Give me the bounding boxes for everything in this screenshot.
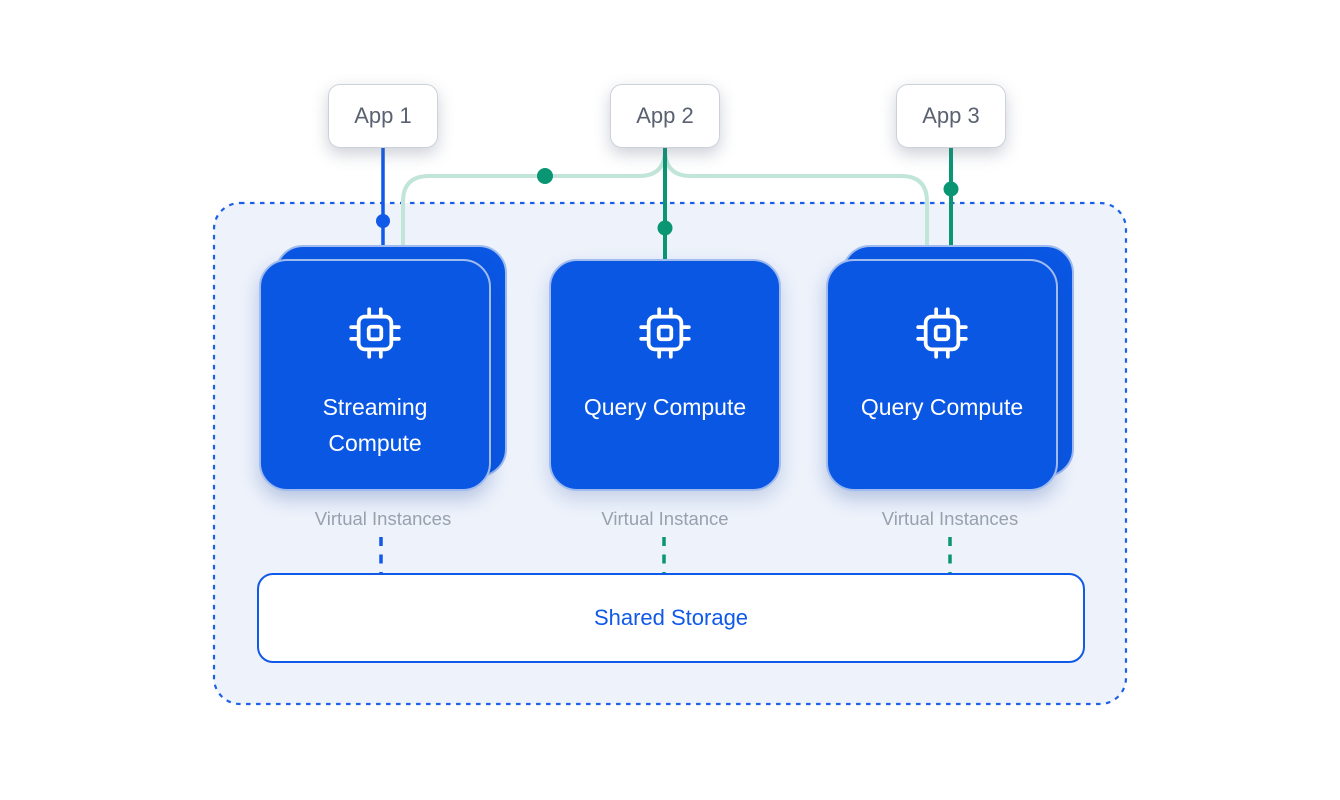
query-compute-card: Query Compute: [549, 259, 781, 491]
blue-connection-dot: [376, 214, 390, 228]
query-compute-stack-single: Query Compute: [541, 245, 789, 493]
streaming-compute-stack: Streaming Compute: [259, 245, 507, 493]
app-2-node: App 2: [610, 84, 720, 148]
cpu-chip-icon: [349, 307, 401, 359]
instance-count-label: Virtual Instances: [314, 508, 452, 529]
green-connection-dot: [943, 181, 959, 197]
instance-count-label: Virtual Instances: [881, 508, 1019, 529]
green-branch-dot: [537, 168, 553, 184]
compute-card-label: Streaming Compute: [322, 394, 428, 456]
branch-line-right: [663, 148, 929, 248]
compute-card-label: Query Compute: [860, 394, 1024, 420]
shared-storage-label: Shared Storage: [593, 605, 749, 630]
streaming-compute-card: Streaming Compute: [259, 259, 491, 491]
app-1-label: App 1: [354, 103, 412, 128]
query-compute-stack: Query Compute: [826, 245, 1074, 493]
app-3-node: App 3: [896, 84, 1006, 148]
branch-line-left: [401, 148, 667, 248]
cpu-chip-icon: [639, 307, 691, 359]
shared-storage-node: Shared Storage: [257, 573, 1085, 663]
cpu-chip-icon: [916, 307, 968, 359]
green-connection-dot: [657, 220, 673, 236]
app-3-label: App 3: [922, 103, 980, 128]
app-2-label: App 2: [636, 103, 694, 128]
app-1-node: App 1: [328, 84, 438, 148]
compute-card-label: Query Compute: [583, 394, 747, 420]
query-compute-card: Query Compute: [826, 259, 1058, 491]
instance-count-label: Virtual Instance: [601, 508, 729, 529]
